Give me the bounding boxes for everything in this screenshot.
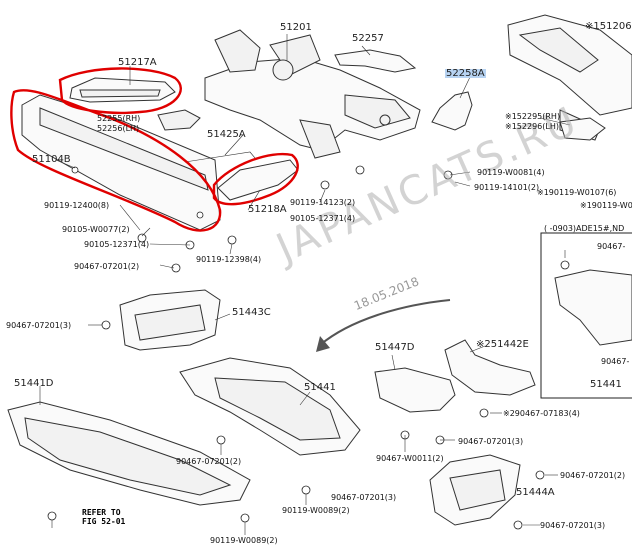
leader-lines bbox=[39, 66, 571, 535]
label-52256[interactable]: 52256(LH) bbox=[97, 124, 140, 133]
refer-line-1: REFER TO bbox=[82, 508, 121, 517]
label-52295[interactable]: ※152295(RH) bbox=[505, 112, 561, 121]
red-outline-2 bbox=[10, 89, 222, 232]
part-51218A bbox=[217, 159, 299, 201]
label-90467-inset-1[interactable]: 90467- bbox=[597, 242, 626, 251]
label-90467-07201-e[interactable]: 90467-07201(2) bbox=[560, 471, 626, 480]
label-90467-07201-b[interactable]: 90467-07201(3) bbox=[6, 321, 72, 330]
label-52255[interactable]: 52255(RH) bbox=[97, 114, 141, 123]
label-90105-W0077[interactable]: 90105-W0077(2) bbox=[62, 225, 130, 234]
label-151206[interactable]: ※151206 bbox=[585, 21, 632, 32]
label-90119-12398[interactable]: 90119-12398(4) bbox=[196, 255, 262, 264]
label-51201[interactable]: 51201 bbox=[280, 22, 312, 33]
label-90467-W0011[interactable]: 90467-W0011(2) bbox=[376, 454, 444, 463]
label-90119-14101[interactable]: 90119-14101(2) bbox=[474, 183, 540, 192]
label-90119-12400[interactable]: 90119-12400(8) bbox=[44, 201, 110, 210]
label-90119-W0107[interactable]: ※190119-W0107(6) bbox=[537, 188, 617, 197]
label-90467-07201-c[interactable]: 90467-07201(2) bbox=[176, 457, 242, 466]
refer-note[interactable]: REFER TO FIG 52-01 bbox=[82, 508, 125, 526]
beam-51104B bbox=[21, 94, 221, 231]
label-90119-W0089-a[interactable]: 90119-W0089(2) bbox=[282, 506, 350, 515]
cover-51441 bbox=[179, 357, 361, 456]
label-52258A[interactable]: 52258A bbox=[445, 68, 486, 79]
cover-51447D bbox=[374, 367, 456, 413]
inset-cover-51441 bbox=[554, 269, 632, 346]
inset-header: ( -0903)ADE15#,ND bbox=[544, 224, 625, 233]
label-51444A[interactable]: 51444A bbox=[516, 487, 555, 498]
subframe-51201 bbox=[204, 29, 421, 159]
cover-51443C bbox=[119, 289, 221, 351]
label-90119-W0081[interactable]: 90119-W0081(4) bbox=[477, 168, 545, 177]
label-51441D[interactable]: 51441D bbox=[14, 378, 54, 389]
label-51218A[interactable]: 51218A bbox=[248, 204, 287, 215]
red-outline-3 bbox=[212, 152, 299, 206]
label-51441-inset[interactable]: 51441 bbox=[590, 379, 622, 390]
label-90467-07183[interactable]: ※290467-07183(4) bbox=[503, 409, 580, 418]
bolts bbox=[47, 165, 570, 530]
bracket-52257 bbox=[334, 49, 417, 73]
label-51443C[interactable]: 51443C bbox=[232, 307, 271, 318]
label-51447D[interactable]: 51447D bbox=[375, 342, 415, 353]
label-51425A[interactable]: 51425A bbox=[207, 129, 246, 140]
label-90467-07201-g[interactable]: 90467-07201(3) bbox=[540, 521, 606, 530]
label-90119-14123[interactable]: 90119-14123(2) bbox=[290, 198, 356, 207]
inset-frame bbox=[540, 232, 632, 399]
refer-line-2: FIG 52-01 bbox=[82, 517, 126, 526]
cover-51441D bbox=[7, 401, 251, 506]
label-90119-W0089-b[interactable]: 90119-W0089(2) bbox=[210, 536, 278, 545]
label-51442E[interactable]: ※251442E bbox=[476, 339, 529, 350]
label-52257[interactable]: 52257 bbox=[352, 33, 384, 44]
bracket-52255 bbox=[157, 109, 201, 131]
label-51104B[interactable]: 51104B bbox=[32, 154, 71, 165]
bracket-52295 bbox=[559, 117, 606, 141]
label-90105-12371-b[interactable]: 90105-12371(4) bbox=[290, 214, 356, 223]
label-90467-07201-d[interactable]: 90467-07201(3) bbox=[458, 437, 524, 446]
label-90119-W0[interactable]: ※190119-W0 bbox=[580, 201, 632, 210]
arrow bbox=[319, 299, 451, 346]
label-51217A[interactable]: 51217A bbox=[118, 57, 157, 68]
label-90467-07201-a[interactable]: 90467-07201(2) bbox=[74, 262, 140, 271]
label-90467-07201-f[interactable]: 90467-07201(3) bbox=[331, 493, 397, 502]
cover-51442E bbox=[444, 339, 536, 396]
bracket-52258A bbox=[431, 91, 473, 131]
label-90467-inset-2[interactable]: 90467- bbox=[601, 357, 630, 366]
label-51441[interactable]: 51441 bbox=[304, 382, 336, 393]
label-52296[interactable]: ※152296(LH) bbox=[505, 122, 559, 131]
label-90105-12371-a[interactable]: 90105-12371(4) bbox=[84, 240, 150, 249]
rod-51425A bbox=[184, 151, 256, 163]
